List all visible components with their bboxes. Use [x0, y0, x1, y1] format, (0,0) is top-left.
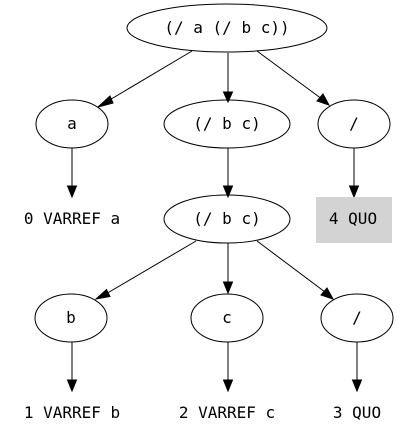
node-sub-expr[interactable]: (/ b c)	[163, 99, 291, 149]
node-sub-expr-inner[interactable]: (/ b c)	[163, 194, 291, 244]
edge-b-to-varref-b	[66, 342, 78, 393]
node-div-outer-ellipse	[317, 99, 391, 149]
edge-sub-expr-to-sub-expr-inner	[222, 148, 234, 199]
node-quo-4-label: 4 QUO	[329, 209, 377, 228]
node-div-outer[interactable]: /	[317, 99, 391, 149]
edge-sub-expr-inner-to-div-inner	[256, 240, 335, 300]
node-varref-c[interactable]: 2 VARREF c	[179, 403, 275, 422]
edge-a-to-varref-a	[66, 148, 78, 199]
edge-root-to-a	[97, 50, 193, 108]
node-div-inner-ellipse	[320, 293, 394, 343]
node-c-ellipse	[190, 293, 264, 343]
node-b-label: b	[66, 308, 76, 327]
edge-root-to-sub-expr	[222, 53, 234, 104]
node-varref-a[interactable]: 0 VARREF a	[24, 209, 120, 228]
node-a-label: a	[67, 114, 77, 133]
node-b-ellipse	[34, 293, 108, 343]
node-quo-3[interactable]: 3 QUO	[333, 403, 381, 422]
node-varref-b[interactable]: 1 VARREF b	[24, 403, 120, 422]
node-root-ellipse	[126, 3, 328, 53]
edge-c-to-varref-c	[222, 342, 234, 393]
node-a[interactable]: a	[35, 99, 109, 149]
node-div-outer-label: /	[349, 114, 359, 133]
node-quo-4[interactable]: 4 QUO	[316, 197, 392, 243]
nodes: (/ a (/ b c)) a (/ b c) / 0 VARREF a (/ …	[24, 3, 394, 422]
node-root[interactable]: (/ a (/ b c))	[126, 3, 328, 53]
node-sub-expr-label: (/ b c)	[193, 114, 260, 133]
edges	[66, 50, 363, 393]
edge-div-inner-to-quo-3	[351, 342, 363, 393]
node-sub-expr-inner-label: (/ b c)	[193, 209, 260, 228]
node-a-ellipse	[35, 99, 109, 149]
edge-root-to-div-outer	[256, 50, 331, 106]
edge-sub-expr-inner-to-c	[222, 243, 234, 295]
node-quo-3-label: 3 QUO	[333, 403, 381, 422]
node-varref-a-label: 0 VARREF a	[24, 209, 120, 228]
node-div-inner[interactable]: /	[320, 293, 394, 343]
edge-div-outer-to-quo-4	[348, 148, 360, 199]
node-sub-expr-inner-ellipse	[163, 194, 291, 244]
node-quo-4-box	[316, 197, 392, 243]
node-varref-b-label: 1 VARREF b	[24, 403, 120, 422]
node-c-label: c	[222, 308, 232, 327]
node-c[interactable]: c	[190, 293, 264, 343]
node-sub-expr-ellipse	[163, 99, 291, 149]
edge-sub-expr-inner-to-b	[94, 240, 197, 300]
node-div-inner-label: /	[352, 308, 362, 327]
node-root-label: (/ a (/ b c))	[164, 18, 289, 37]
node-b[interactable]: b	[34, 293, 108, 343]
node-varref-c-label: 2 VARREF c	[179, 403, 275, 422]
